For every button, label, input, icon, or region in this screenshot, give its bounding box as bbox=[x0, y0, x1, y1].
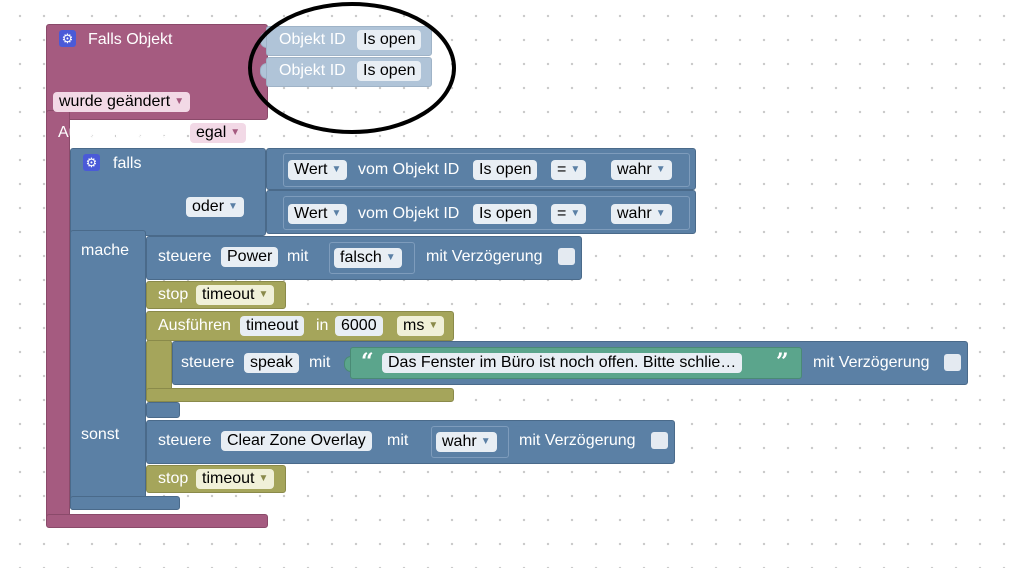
with-label: mit bbox=[287, 248, 309, 265]
dropdown-arrow-icon: ▼ bbox=[655, 164, 666, 175]
dropdown-arrow-icon: ▼ bbox=[570, 164, 581, 175]
value-type-dropdown[interactable]: Wert▼ bbox=[288, 160, 348, 180]
gear-icon[interactable]: ⚙ bbox=[83, 154, 100, 171]
operator-value: = bbox=[557, 205, 567, 223]
run-prefix: Ausführen bbox=[158, 317, 231, 334]
dropdown-arrow-icon: ▼ bbox=[174, 96, 185, 107]
input-connector bbox=[344, 356, 352, 372]
control-prefix: steuere bbox=[158, 248, 212, 265]
delay-checkbox[interactable] bbox=[944, 354, 961, 371]
if-label: falls bbox=[113, 155, 142, 172]
delay-label: mit Verzögerung bbox=[813, 354, 930, 371]
dropdown-arrow-icon: ▼ bbox=[230, 127, 241, 138]
dropdown-arrow-icon: ▼ bbox=[428, 320, 439, 331]
trigger-by-value: egal bbox=[196, 124, 227, 142]
control-prefix: steuere bbox=[158, 432, 212, 449]
control-prefix: steuere bbox=[181, 354, 235, 371]
trigger-mode-dropdown[interactable]: wurde geändert▼ bbox=[53, 92, 191, 112]
with-label: mit bbox=[387, 432, 409, 449]
delay-label: mit Verzögerung bbox=[426, 248, 543, 265]
operator-dropdown[interactable]: =▼ bbox=[551, 160, 587, 180]
stop-prefix: stop bbox=[158, 470, 189, 487]
timeout-name: timeout bbox=[202, 470, 255, 488]
stop-prefix: stop bbox=[158, 286, 189, 303]
compare-value-dropdown[interactable]: wahr▼ bbox=[611, 160, 672, 180]
value-type-dropdown[interactable]: Wert▼ bbox=[288, 204, 348, 224]
input-connector bbox=[260, 63, 268, 79]
else-label: sonst bbox=[81, 426, 120, 443]
timeout-name-dropdown[interactable]: timeout▼ bbox=[196, 285, 275, 305]
control-value-dropdown[interactable]: falsch▼ bbox=[334, 248, 402, 268]
trigger-by-dropdown[interactable]: egal▼ bbox=[190, 123, 247, 143]
timeout-unit: ms bbox=[403, 317, 425, 335]
control-target-field[interactable]: Power bbox=[221, 247, 279, 267]
logic-operator-dropdown[interactable]: oder▼ bbox=[186, 197, 244, 217]
gear-icon[interactable]: ⚙ bbox=[59, 30, 76, 47]
dropdown-arrow-icon: ▼ bbox=[258, 473, 269, 484]
control-value: wahr bbox=[442, 433, 477, 451]
dropdown-arrow-icon: ▼ bbox=[480, 436, 491, 447]
trigger-mode-value: wurde geändert bbox=[59, 93, 171, 111]
dropdown-arrow-icon: ▼ bbox=[385, 252, 396, 263]
timeout-unit-dropdown[interactable]: ms▼ bbox=[397, 316, 445, 336]
object-id-field[interactable]: Is open bbox=[357, 30, 422, 50]
with-label: mit bbox=[309, 354, 331, 371]
control-target-field[interactable]: speak bbox=[244, 353, 299, 373]
dropdown-arrow-icon: ▼ bbox=[331, 208, 342, 219]
compare-value: wahr bbox=[617, 205, 652, 223]
do-label: mache bbox=[81, 242, 130, 259]
from-object-label: vom Objekt ID bbox=[358, 161, 460, 178]
open-quote-icon: “ bbox=[361, 349, 374, 375]
control-target-field[interactable]: Clear Zone Overlay bbox=[221, 431, 372, 451]
dropdown-arrow-icon: ▼ bbox=[331, 164, 342, 175]
dropdown-arrow-icon: ▼ bbox=[228, 201, 238, 212]
timeout-name-field[interactable]: timeout bbox=[240, 316, 305, 336]
trigger-by-label: Auslösung durch bbox=[58, 124, 178, 141]
object-id-field[interactable]: Is open bbox=[357, 61, 422, 81]
timeout-name-dropdown[interactable]: timeout▼ bbox=[196, 469, 275, 489]
timeout-name: timeout bbox=[202, 286, 255, 304]
from-object-label: vom Objekt ID bbox=[358, 205, 460, 222]
operator-dropdown[interactable]: =▼ bbox=[551, 204, 587, 224]
annotation-circle bbox=[248, 2, 456, 134]
object-id-label: Objekt ID bbox=[279, 62, 346, 79]
event-title: Falls Objekt bbox=[88, 31, 173, 48]
delay-label: mit Verzögerung bbox=[519, 432, 636, 449]
logic-operator-value: oder bbox=[192, 198, 225, 216]
compare-value-dropdown[interactable]: wahr▼ bbox=[611, 204, 672, 224]
delay-checkbox[interactable] bbox=[558, 248, 575, 265]
object-id-label: Objekt ID bbox=[279, 31, 346, 48]
compare-value: wahr bbox=[617, 161, 652, 179]
in-label: in bbox=[316, 317, 329, 334]
dropdown-arrow-icon: ▼ bbox=[258, 289, 269, 300]
control-value-dropdown[interactable]: wahr▼ bbox=[436, 432, 497, 452]
speak-text-field[interactable]: Das Fenster im Büro ist noch offen. Bitt… bbox=[382, 353, 743, 373]
value-type-value: Wert bbox=[294, 205, 328, 223]
object-id-field[interactable]: Is open bbox=[473, 204, 538, 224]
timeout-amount-field[interactable]: 6000 bbox=[335, 316, 383, 336]
dropdown-arrow-icon: ▼ bbox=[570, 208, 581, 219]
close-quote-icon: ” bbox=[776, 349, 789, 375]
object-id-field[interactable]: Is open bbox=[473, 160, 538, 180]
value-type-value: Wert bbox=[294, 161, 328, 179]
operator-value: = bbox=[557, 161, 567, 179]
control-value: falsch bbox=[340, 249, 382, 267]
dropdown-arrow-icon: ▼ bbox=[655, 208, 666, 219]
delay-checkbox[interactable] bbox=[651, 432, 668, 449]
